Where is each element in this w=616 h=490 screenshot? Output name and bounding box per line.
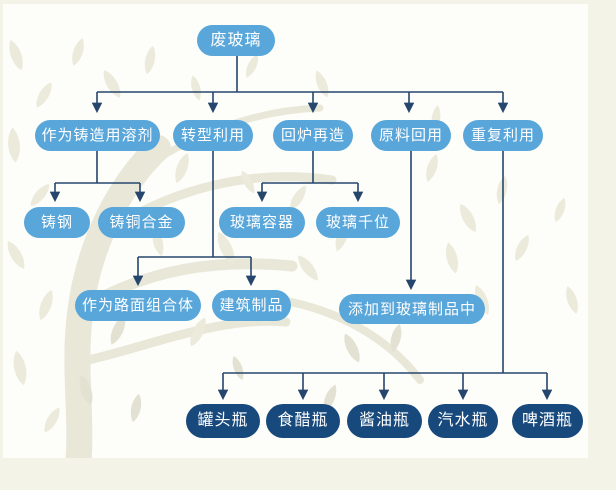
node-glass-container: 玻璃容器: [219, 207, 305, 238]
node-remelt: 回炉再造: [273, 120, 353, 151]
node-repeat-use: 重复利用: [463, 120, 543, 151]
node-building-products: 建筑制品: [212, 290, 291, 321]
node-material-reuse: 原料回用: [371, 120, 451, 151]
node-can-jar: 罐头瓶: [186, 404, 260, 438]
node-waste-glass: 废玻璃: [197, 25, 275, 56]
node-cast-copper-alloy: 铸铜合金: [98, 207, 185, 238]
node-soy-sauce-bottle: 酱油瓶: [347, 404, 422, 438]
node-vinegar-bottle: 食醋瓶: [266, 404, 340, 438]
flowchart-canvas: 废玻璃 作为铸造用溶剂 转型利用 回炉再造 原料回用 重复利用 铸钢 铸铜合金 …: [3, 4, 588, 458]
node-beer-bottle: 啤酒瓶: [512, 404, 583, 438]
node-cast-steel: 铸钢: [24, 207, 90, 238]
node-soda-bottle: 汽水瓶: [428, 404, 498, 438]
node-casting-flux: 作为铸造用溶剂: [35, 120, 160, 151]
node-glass-qianwei: 玻璃千位: [316, 207, 400, 238]
node-transform-use: 转型利用: [173, 120, 253, 151]
node-road-composite: 作为路面组合体: [75, 290, 201, 321]
node-add-to-glass-products: 添加到玻璃制品中: [339, 294, 485, 324]
